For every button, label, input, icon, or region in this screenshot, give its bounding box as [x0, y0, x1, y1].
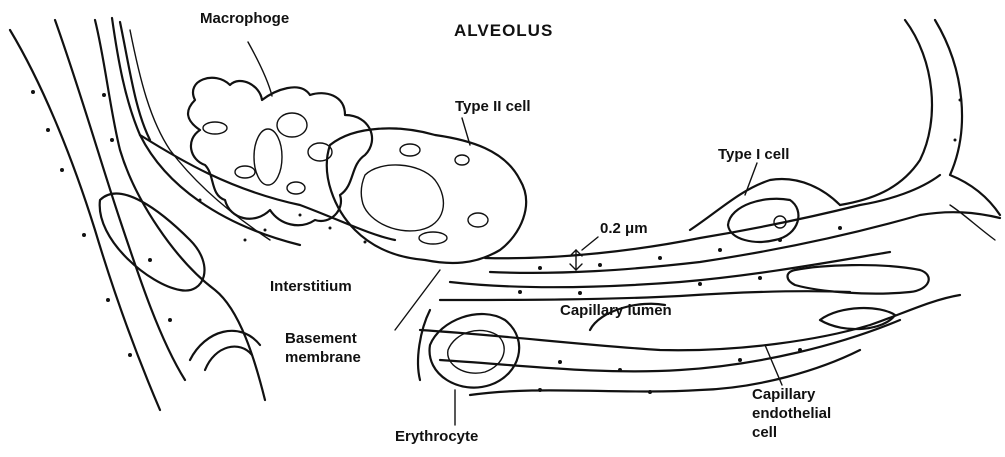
- erythrocyte: [430, 314, 520, 388]
- right-outer-wall: [935, 20, 1000, 215]
- right-alveolar-wall: [840, 20, 932, 205]
- right-lower-capillary: [788, 265, 929, 294]
- capillary-lower-wall: [420, 295, 960, 350]
- type2-cell-label: Type II cell: [455, 98, 531, 115]
- macrophage-label: Macrophoge: [200, 10, 289, 27]
- erythrocyte-label: Erythrocyte: [395, 428, 478, 445]
- thickness-label: 0.2 μm: [600, 220, 648, 237]
- endothelial-cell-label-2: endothelial: [752, 405, 831, 422]
- macrophage-cell: [188, 78, 372, 225]
- capillary-upper-inner: [440, 291, 850, 300]
- alveolus-label: ALVEOLUS: [454, 22, 553, 39]
- left-capillary-walls: [10, 20, 270, 410]
- capillary-lumen-label: Capillary lumen: [560, 302, 672, 319]
- basement-membrane-label-2: membrane: [285, 349, 361, 366]
- blood-air-barrier-top: [485, 175, 940, 258]
- blood-air-barrier-mid: [490, 212, 1000, 273]
- endothelial-cell-label-3: cell: [752, 424, 777, 441]
- basement-membrane-label-1: Basement: [285, 330, 357, 347]
- type1-cell: [690, 179, 840, 230]
- stippling: [31, 90, 962, 394]
- endothelial-cell-label-1: Capillary: [752, 386, 815, 403]
- type1-cell-label: Type I cell: [718, 146, 789, 163]
- interstitium-label: Interstitium: [270, 278, 352, 295]
- alveolar-surface: [140, 135, 395, 240]
